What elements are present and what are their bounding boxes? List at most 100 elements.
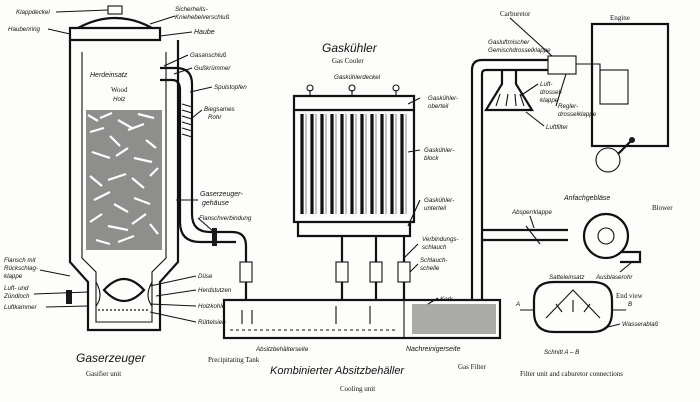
hearth-throat	[102, 277, 146, 303]
label-holzkohle: Holzkohle	[198, 303, 226, 310]
label-sattel: Satteleinsatz	[549, 274, 585, 281]
label-luftdrossel-3: klappe	[540, 97, 559, 104]
carburetor-leader-lines	[509, 17, 567, 127]
label-luftfilter: Luftfilter	[546, 124, 569, 131]
filter-leader-lines	[603, 323, 621, 329]
label-luftdrossel-2: drossel-	[540, 89, 562, 96]
label-gasluft-1: Gasluftmischer	[488, 39, 530, 46]
gas-outlet-pipe	[160, 66, 248, 262]
gasifier-unit	[66, 5, 248, 332]
hood-ring	[68, 26, 162, 42]
gas-cooler-unit	[239, 84, 416, 300]
label-luftdrossel-1: Luft-	[540, 81, 552, 88]
blower-title-en: Blower	[652, 204, 673, 212]
label-engine: Engine	[610, 14, 630, 22]
filter-caption: Filter unit and caburetor connections	[520, 370, 623, 378]
shutoff-flap	[525, 225, 541, 245]
label-haubenring: Haubenring	[8, 26, 41, 33]
inlet-hose-connector	[239, 261, 253, 283]
label-gasluft-2: Gemischdrosselklappe	[488, 47, 551, 54]
label-gas-filter: Gas Filter	[458, 363, 486, 371]
flange-joint	[212, 228, 217, 246]
label-verbindung-1: Verbindungs-	[422, 236, 459, 243]
tank-flow-arrows	[241, 306, 371, 324]
label-gehaeuse-2: gehäuse	[202, 200, 229, 207]
blower-title: Anfachgebläse	[563, 195, 610, 202]
label-schlauch-1: Schlauch-	[420, 257, 448, 264]
gas-riser-pipe	[470, 58, 548, 300]
label-gasanschluss: Gasanschluß	[190, 52, 227, 59]
gas-outlet-pipe-inner	[160, 78, 236, 244]
manifold-pipe	[576, 63, 601, 78]
label-kniehebel: Kniehebelverschluß	[175, 14, 230, 21]
flow-arrows	[555, 300, 591, 313]
label-schlauch-2: schelle	[420, 265, 440, 272]
gasifier-housing	[68, 40, 180, 332]
hood-dome	[77, 17, 153, 29]
label-absitz: Absitzbehälterseite	[255, 346, 309, 353]
label-schnitt: Schnitt A – B	[544, 349, 579, 356]
cooler-base	[296, 222, 412, 238]
cork-filter-media	[412, 304, 496, 334]
label-kuehlerdeckel: Gaskühlerdeckel	[334, 74, 381, 81]
filter-end-view	[520, 280, 626, 334]
check-valve-flange	[66, 290, 72, 304]
label-luft-2: Zündloch	[3, 293, 30, 300]
wood-fill	[86, 110, 162, 250]
blower-leader-lines	[529, 215, 633, 273]
label-sicherheits: Sicherheits-	[175, 6, 208, 13]
label-haube: Haube	[194, 29, 215, 36]
cooler-title: Gaskühler	[322, 41, 378, 55]
tank-title: Kombinierter Absitzbehäller	[270, 365, 405, 377]
label-carburetor: Carburetor	[500, 10, 531, 18]
cooler-tubes	[300, 114, 407, 214]
label-unterteil-1: Gaskühler-	[424, 197, 454, 204]
gasifier-labels: Klappdeckel Haubenring Sicherheits- Knie…	[3, 6, 252, 378]
label-oberteil-2: oberteil	[428, 103, 449, 110]
exhaust-pipe	[620, 250, 642, 264]
tank-title-en: Cooling unit	[340, 385, 375, 393]
cooler-body	[292, 110, 416, 224]
saddle-insert	[545, 289, 601, 319]
lid-flap	[107, 5, 123, 15]
label-oberteil-1: Gaskühler-	[428, 95, 458, 102]
air-filter-vanes	[495, 93, 525, 107]
label-duse: Düse	[198, 273, 213, 280]
hose-connector-1	[335, 261, 349, 283]
label-biegsames: Biegsames	[204, 106, 235, 113]
air-filter-cone	[484, 70, 534, 112]
label-unterteil-2: unterteil	[424, 205, 447, 212]
label-end-view: End view	[616, 292, 644, 300]
filter-labels: Satteleinsatz End view Wasserablaß Schni…	[515, 274, 659, 378]
blower-labels: Anfachgebläse Blower Absperrklappe Ausbl…	[511, 195, 673, 281]
label-flansch-2: Rückschlag-	[4, 265, 38, 272]
throttle-pulley	[595, 147, 621, 173]
label-b: B	[628, 301, 632, 308]
label-block-1: Gaskühler-	[424, 147, 454, 154]
label-ruttelsieb: Rüttelsieb	[198, 319, 226, 326]
gas-air-mixer	[547, 55, 577, 75]
engine-block	[590, 22, 670, 148]
label-flansch-3: klappe	[4, 273, 23, 280]
label-a: A	[515, 301, 520, 308]
gasifier-title-en: Gasifier unit	[86, 370, 121, 378]
label-luftkammer: Luftkammer	[4, 304, 38, 311]
label-holz: Holz	[113, 96, 126, 103]
cooler-leader-lines	[403, 97, 439, 305]
label-ausblase: Ausblaserohr	[595, 274, 633, 281]
label-gehaeuse-1: Gaserzeuger-	[200, 191, 243, 198]
blower-unit	[482, 212, 642, 264]
hose-down	[244, 282, 406, 300]
tank-labels: Absitzbehälterseite Precipitating Tank N…	[208, 346, 486, 393]
engine-window	[599, 69, 629, 105]
label-klappdeckel: Klappdeckel	[16, 9, 50, 16]
gasifier-title: Gaserzeuger	[76, 351, 146, 365]
label-regler-1: Regler-	[558, 103, 578, 110]
blower-pipe	[482, 228, 568, 242]
air-nozzles	[95, 281, 153, 307]
label-verbindung-2: schlauch	[422, 244, 447, 251]
hearth-insert	[81, 52, 167, 323]
cooler-drop-pipes	[340, 236, 406, 262]
blower-housing	[582, 212, 630, 260]
